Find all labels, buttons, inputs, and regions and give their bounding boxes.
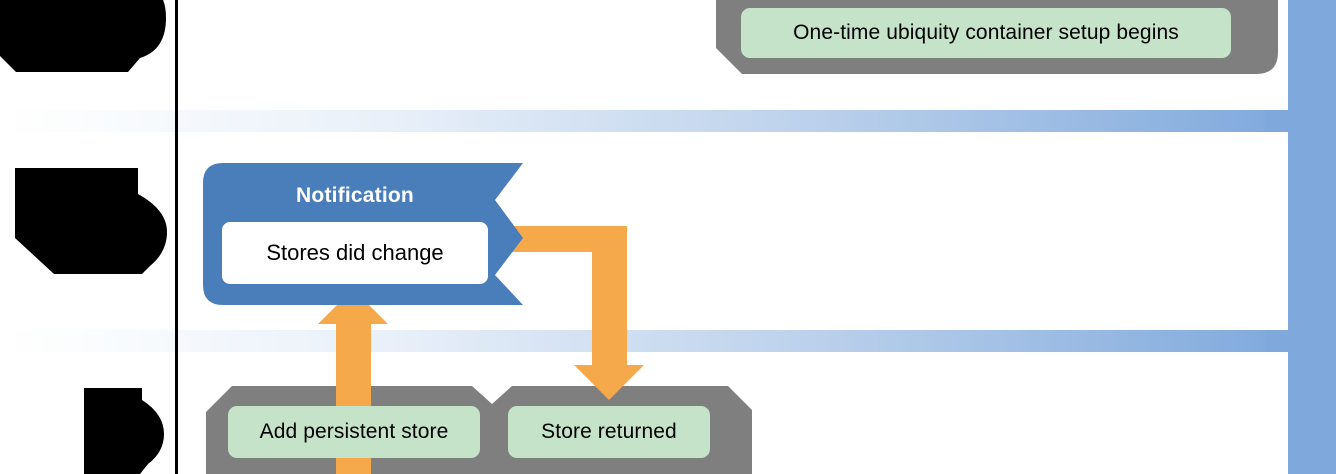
redacted-label-2 — [15, 168, 167, 274]
arrow-notification-to-store-returned — [574, 239, 644, 400]
redacted-label-3 — [84, 388, 164, 474]
step-boxes — [228, 8, 1231, 458]
right-banner-gap-1 — [1265, 88, 1288, 110]
step-one-time-ubiquity-setup-box[interactable] — [741, 8, 1231, 58]
right-banner-segment-mid — [1288, 0, 1336, 474]
step-store-returned-box[interactable] — [508, 406, 710, 458]
step-add-persistent-store-box[interactable] — [228, 406, 480, 458]
right-banner-gap-3 — [1265, 308, 1288, 330]
lifeline-band-1-overlap — [1265, 110, 1336, 132]
lifeline-band-2-overlap — [1265, 330, 1336, 352]
arrow-connector-corner — [592, 226, 627, 266]
lifeline-band-2 — [0, 330, 1288, 352]
notification-body-box — [222, 222, 488, 284]
redacted-label-1 — [0, 0, 166, 72]
notification-callout[interactable] — [203, 163, 523, 305]
lifeline-bands — [0, 110, 1288, 352]
redacted-labels — [0, 0, 167, 474]
right-banner-column — [1265, 0, 1336, 474]
lane-divider-line — [175, 0, 178, 474]
right-banner-gap-2 — [1265, 132, 1288, 154]
right-banner-gap-4 — [1265, 352, 1288, 374]
lifeline-band-1 — [0, 110, 1288, 132]
